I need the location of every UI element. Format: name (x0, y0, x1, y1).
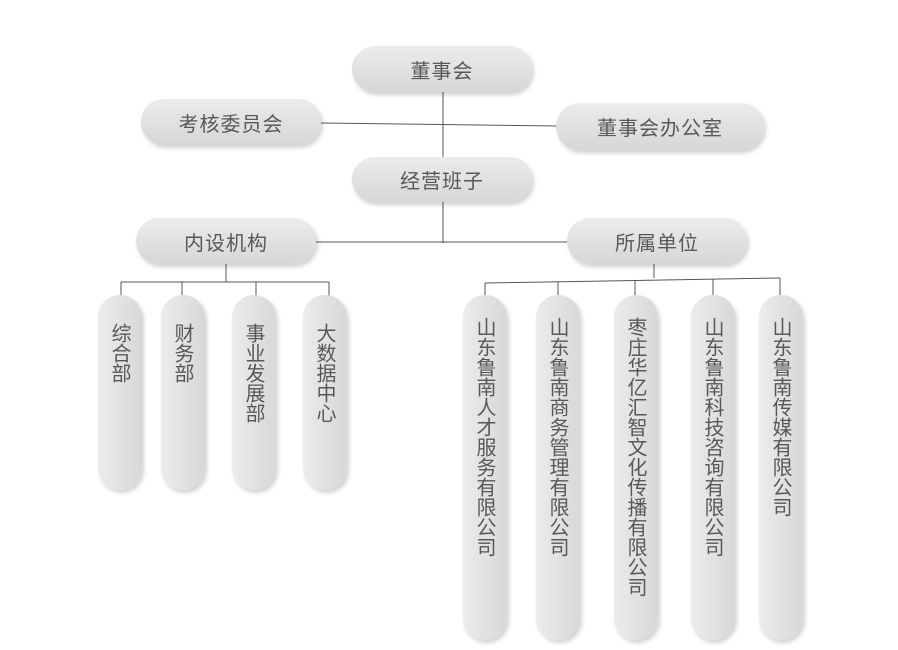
internal-departments-node: 内设机构 (136, 218, 316, 264)
board-office-node: 董事会办公室 (556, 103, 764, 150)
company-label: 山东鲁南传媒有限公司 (769, 317, 793, 517)
company-label: 枣庄华亿汇智文化传播有限公司 (624, 317, 648, 597)
company-tech-consulting: 山东鲁南科技咨询有限公司 (691, 295, 735, 640)
board-node: 董事会 (352, 46, 532, 92)
board-office-label: 董事会办公室 (597, 116, 723, 140)
affiliated-units-node: 所属单位 (567, 218, 747, 264)
department-label: 综合部 (108, 323, 132, 383)
line-company-bar (484, 277, 781, 284)
board-label: 董事会 (410, 58, 474, 83)
internal-departments-label: 内设机构 (184, 230, 268, 255)
line-audit-to-office (319, 122, 559, 127)
department-big-data-center: 大数据中心 (303, 295, 347, 490)
management-node: 经营班子 (352, 157, 532, 202)
company-label: 山东鲁南商务管理有限公司 (546, 317, 570, 557)
department-label: 财务部 (171, 323, 195, 383)
department-finance: 财务部 (161, 295, 205, 490)
company-label: 山东鲁南人才服务有限公司 (473, 317, 497, 557)
department-general: 综合部 (98, 295, 142, 490)
affiliated-units-label: 所属单位 (615, 230, 699, 255)
company-business-management: 山东鲁南商务管理有限公司 (536, 295, 580, 640)
company-culture-media: 枣庄华亿汇智文化传播有限公司 (614, 295, 658, 640)
audit-committee-node: 考核委员会 (141, 99, 321, 145)
management-label: 经营班子 (400, 169, 484, 193)
department-label: 事业发展部 (242, 323, 266, 423)
company-media: 山东鲁南传媒有限公司 (759, 295, 803, 640)
audit-committee-label: 考核委员会 (178, 111, 284, 136)
company-talent-services: 山东鲁南人才服务有限公司 (463, 295, 507, 640)
company-label: 山东鲁南科技咨询有限公司 (701, 317, 725, 557)
department-business-development: 事业发展部 (232, 295, 276, 490)
department-label: 大数据中心 (313, 323, 337, 423)
